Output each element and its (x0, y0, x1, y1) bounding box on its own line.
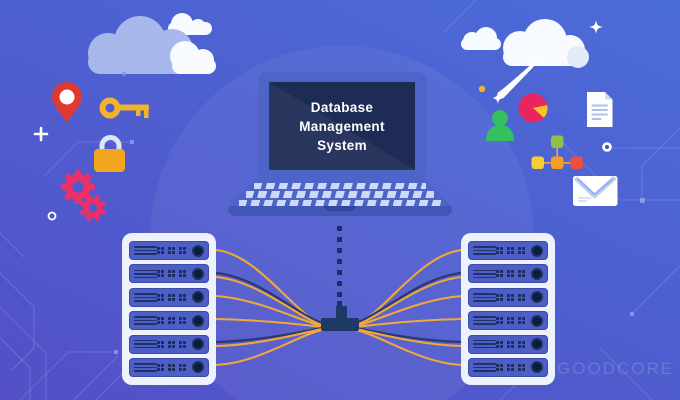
document-icon (587, 92, 613, 127)
server-vents (496, 270, 525, 278)
cables-right (355, 248, 463, 367)
server-indicator-lines (473, 339, 496, 349)
server-vents (157, 293, 186, 301)
server-unit (129, 241, 209, 260)
server-indicator-lines (473, 363, 496, 372)
server-indicator-lines (134, 246, 157, 255)
purple-dot (121, 71, 127, 77)
cloud-right-small-icon (461, 27, 501, 50)
screen-title-line: Management (299, 118, 385, 134)
screen-title-line: Database (310, 99, 374, 115)
server-port-icon (192, 361, 204, 374)
dotted-link (337, 226, 342, 306)
sparkle-icon (492, 53, 545, 104)
server-port-icon (531, 314, 543, 327)
watermark: GOODCORE (557, 359, 675, 378)
screen-title: Database Management System (299, 98, 385, 155)
server-port-icon (531, 267, 543, 280)
laptop-screen: Database Management System (269, 82, 415, 170)
person-icon (486, 110, 514, 141)
server-indicator-lines (134, 269, 157, 279)
server-indicator-lines (473, 293, 496, 302)
server-unit (129, 311, 209, 331)
yellow-dot (478, 85, 486, 93)
server-indicator-lines (473, 269, 496, 279)
laptop-base-edge (228, 206, 452, 216)
server-vents (157, 340, 186, 348)
server-unit (129, 334, 209, 354)
server-port-icon (531, 361, 543, 374)
server-vents (157, 317, 186, 325)
padlock-icon (94, 135, 125, 172)
server-indicator-lines (134, 363, 157, 372)
server-indicator-lines (134, 339, 157, 349)
server-vents (496, 293, 525, 301)
server-indicator-lines (473, 316, 496, 325)
cloud-left-small-icon (168, 13, 212, 35)
keyboard-row (254, 183, 426, 189)
server-rack-left (122, 233, 216, 385)
pie-chart-icon (518, 93, 548, 123)
map-pin-icon (52, 82, 82, 123)
ring-icon (47, 211, 57, 221)
server-vents (496, 247, 525, 254)
sitemap-icon (531, 135, 583, 169)
server-unit (468, 241, 548, 260)
server-unit (468, 357, 548, 377)
server-vents (496, 317, 525, 325)
server-port-icon (192, 314, 204, 327)
server-unit (129, 287, 209, 307)
server-vents (157, 270, 186, 278)
envelope-icon (573, 175, 618, 206)
keyboard-row (239, 200, 441, 206)
ring-icon (602, 142, 612, 152)
cloud-left-large-icon (88, 16, 216, 74)
key-icon (99, 97, 149, 119)
server-unit (468, 311, 548, 331)
server-port-icon (192, 267, 204, 280)
hub-connector (321, 306, 359, 331)
server-indicator-lines (473, 246, 496, 255)
server-vents (496, 340, 525, 348)
server-unit (468, 264, 548, 284)
server-unit (129, 264, 209, 284)
server-rack-right (461, 233, 555, 385)
laptop-trackpad-notch (324, 206, 356, 211)
server-port-icon (192, 338, 204, 351)
background-halo (150, 46, 534, 400)
sparkle-icon (589, 20, 603, 34)
server-port-icon (531, 244, 543, 257)
cloud-right-large-icon (503, 19, 589, 68)
server-port-icon (192, 291, 204, 304)
server-indicator-lines (134, 293, 157, 302)
server-indicator-lines (134, 316, 157, 325)
screen-title-line: System (317, 137, 367, 153)
server-port-icon (531, 338, 543, 351)
server-unit (468, 287, 548, 307)
gear-icon (80, 195, 106, 221)
laptop-screen-frame: Database Management System (258, 72, 426, 180)
server-unit (129, 357, 209, 377)
server-port-icon (531, 291, 543, 304)
server-vents (157, 363, 186, 371)
server-unit (468, 334, 548, 354)
keyboard-row (246, 191, 434, 198)
cables-left (215, 248, 323, 367)
plus-icon (33, 126, 49, 142)
server-vents (157, 247, 186, 254)
server-vents (496, 363, 525, 371)
server-port-icon (192, 244, 204, 257)
